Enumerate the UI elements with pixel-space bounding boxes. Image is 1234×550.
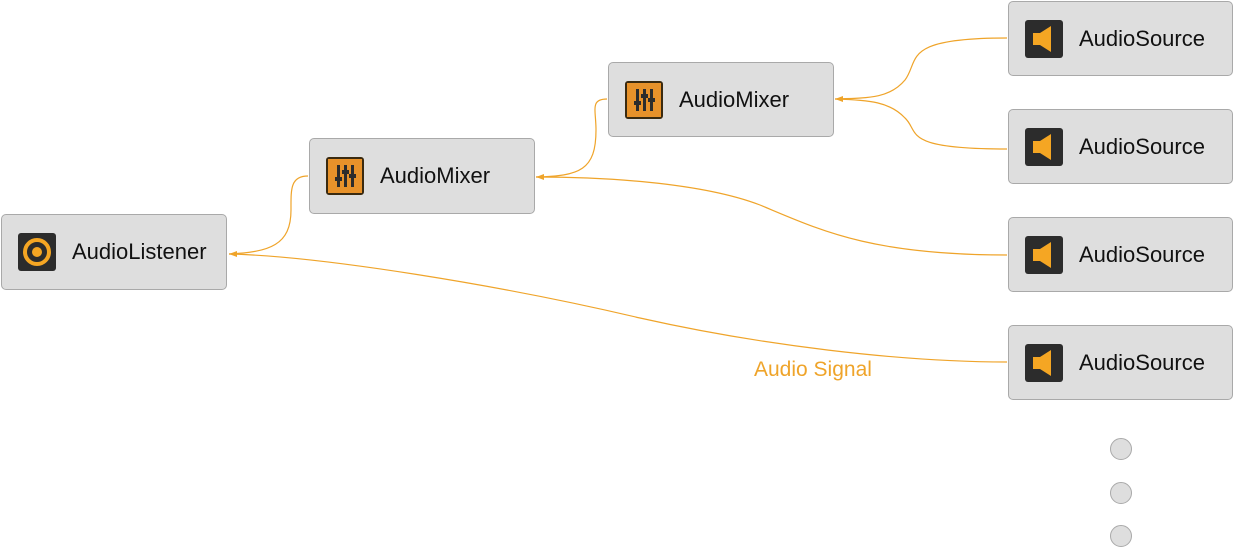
ellipsis-dot: [1110, 482, 1132, 504]
node-label: AudioSource: [1079, 25, 1205, 51]
speaker-icon: [1025, 235, 1063, 274]
audio-listener-node[interactable]: AudioListener: [1, 214, 227, 290]
edge-mixer-root-to-listener: [228, 175, 309, 255]
audio-listener-icon: [18, 233, 56, 271]
arrowhead-mixer-root: [536, 174, 544, 180]
audio-source-node-2[interactable]: AudioSource: [1008, 109, 1233, 184]
speaker-icon: [1025, 19, 1063, 58]
speaker-icon: [1025, 343, 1063, 382]
audio-source-node-3[interactable]: AudioSource: [1008, 217, 1233, 292]
node-label: AudioSource: [1079, 241, 1205, 267]
node-label: AudioSource: [1079, 133, 1205, 159]
audio-source-node-1[interactable]: AudioSource: [1008, 1, 1233, 76]
arrowhead-listener: [229, 251, 237, 257]
edge-mixer-child-to-mixer-root: [535, 98, 608, 178]
node-label: AudioSource: [1079, 349, 1205, 375]
ellipsis-dot: [1110, 525, 1132, 547]
edge-source2-to-mixer-child: [834, 98, 1008, 150]
node-label: AudioMixer: [380, 163, 491, 188]
audio-mixer-icon: [625, 80, 663, 119]
edge-source1-to-mixer-child: [834, 37, 1008, 100]
edge-source3-to-mixer-root: [535, 176, 1008, 256]
node-label: AudioListener: [72, 239, 207, 264]
audio-mixer-icon: [326, 157, 364, 195]
audio-mixer-node-root[interactable]: AudioMixer: [309, 138, 535, 214]
audio-source-node-4[interactable]: AudioSource: [1008, 325, 1233, 400]
ellipsis-dot: [1110, 438, 1132, 460]
arrowhead-mixer-child: [835, 96, 843, 102]
audio-signal-label: Audio Signal: [754, 358, 872, 381]
audio-mixer-node-child[interactable]: AudioMixer: [608, 62, 834, 137]
edge-source4-to-listener: [228, 253, 1008, 363]
node-label: AudioMixer: [679, 86, 790, 112]
speaker-icon: [1025, 127, 1063, 166]
